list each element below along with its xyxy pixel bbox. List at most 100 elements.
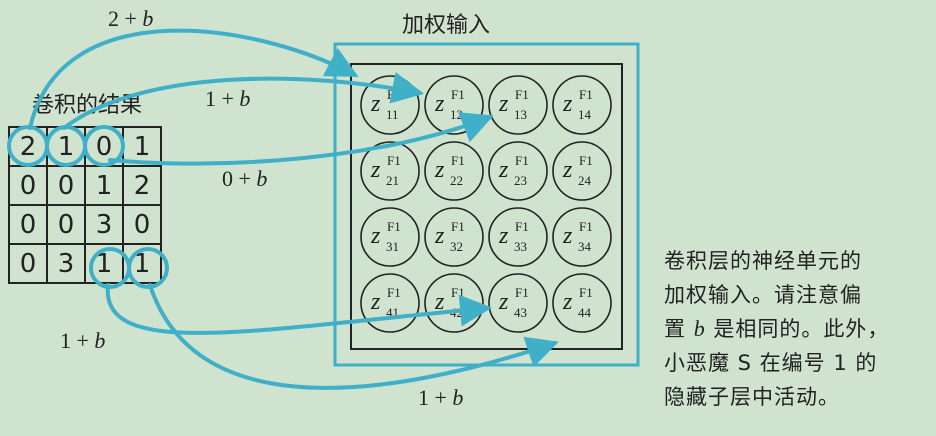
- neuron-symbol: z: [498, 223, 509, 249]
- neuron-symbol: z: [370, 223, 381, 249]
- grid-value: 3: [96, 210, 113, 240]
- neuron-symbol: z: [434, 91, 445, 117]
- neuron-circle: [552, 273, 612, 333]
- neuron-circle: [424, 75, 484, 135]
- caption-line-2: 加权输入。请注意偏: [664, 283, 862, 307]
- neuron-circle: [360, 273, 420, 333]
- edge-label-2b: 2 + b: [108, 6, 153, 31]
- arrow-1b-left: [105, 283, 492, 335]
- arrow-1b-top: [62, 72, 424, 130]
- edge-label-1b-top: 1 + b: [205, 86, 250, 111]
- neuron-subscript: 23: [514, 173, 527, 188]
- grid-value: 2: [20, 132, 37, 162]
- grid-value: 0: [20, 171, 37, 201]
- neuron-superscript: F1: [579, 153, 593, 168]
- edge-label-1b-left: 1 + b: [60, 328, 105, 353]
- neuron-circle: [488, 273, 548, 333]
- neuron-subscript: 11: [386, 107, 399, 122]
- neuron-circle: [488, 75, 548, 135]
- neuron-subscript: 34: [578, 239, 592, 254]
- caption-line-5: 隐藏子层中活动。: [664, 385, 840, 409]
- neuron-subscript: 14: [578, 107, 592, 122]
- grid-value: 3: [58, 249, 75, 279]
- neuron-symbol: z: [498, 91, 509, 117]
- neuron-superscript: F1: [515, 285, 529, 300]
- neuron-circle: [488, 207, 548, 267]
- grid-value: 0: [58, 210, 75, 240]
- neuron-symbol: z: [562, 223, 573, 249]
- neuron-symbol: z: [562, 157, 573, 183]
- caption-line-1: 卷积层的神经单元的: [664, 249, 862, 273]
- highlight-cell-13: [83, 125, 125, 167]
- neuron-superscript: F1: [387, 153, 401, 168]
- grid-cell: [122, 243, 162, 284]
- arrow-1b-bottom: [148, 283, 559, 390]
- neuron-symbol: z: [434, 157, 445, 183]
- neuron-grid-box: [350, 63, 623, 350]
- neuron-subscript: 24: [578, 173, 592, 188]
- grid-value: 2: [134, 171, 151, 201]
- edge-label-0b: 0 + b: [222, 166, 267, 191]
- grid-value: 1: [96, 249, 113, 279]
- neuron-circle: [552, 207, 612, 267]
- neuron-superscript: F1: [515, 87, 529, 102]
- neuron-circle: [552, 141, 612, 201]
- neuron-subscript: 43: [514, 305, 527, 320]
- grid-value: 0: [58, 171, 75, 201]
- neuron-subscript: 12: [450, 107, 463, 122]
- neuron-superscript: F1: [387, 219, 401, 234]
- neuron-circle: [488, 141, 548, 201]
- neuron-circle: [360, 141, 420, 201]
- grid-value: 1: [134, 249, 151, 279]
- neuron-circle: [424, 207, 484, 267]
- highlight-cell-44: [127, 247, 169, 289]
- neuron-superscript: F1: [451, 153, 465, 168]
- neuron-subscript: 44: [578, 305, 592, 320]
- grid-value: 0: [20, 249, 37, 279]
- grid-value: 1: [134, 132, 151, 162]
- neuron-subscript: 33: [514, 239, 527, 254]
- neuron-superscript: F1: [579, 219, 593, 234]
- neuron-superscript: F1: [387, 285, 401, 300]
- neuron-symbol: z: [562, 289, 573, 315]
- neuron-symbol: z: [434, 223, 445, 249]
- neuron-symbol: z: [434, 289, 445, 315]
- grid-value: 0: [134, 210, 151, 240]
- grid-value: 0: [96, 132, 113, 162]
- neuron-symbol: z: [370, 91, 381, 117]
- neuron-subscript: 13: [514, 107, 527, 122]
- neuron-subscript: 22: [450, 173, 463, 188]
- neuron-symbol: z: [498, 289, 509, 315]
- neuron-circle: [424, 273, 484, 333]
- grid-value: 0: [20, 210, 37, 240]
- neuron-symbol: z: [370, 157, 381, 183]
- neuron-superscript: F1: [451, 87, 465, 102]
- neuron-superscript: F1: [515, 219, 529, 234]
- neuron-circle: [360, 207, 420, 267]
- weighted-input-title: 加权输入: [402, 13, 490, 38]
- neuron-superscript: F1: [515, 153, 529, 168]
- caption-bias-variable: b: [693, 316, 706, 341]
- neuron-superscript: F1: [579, 285, 593, 300]
- neuron-subscript: 31: [386, 239, 399, 254]
- arrow-0b: [108, 112, 494, 166]
- neuron-superscript: F1: [451, 219, 465, 234]
- neuron-circle: [424, 141, 484, 201]
- neuron-symbol: z: [370, 289, 381, 315]
- neuron-symbol: z: [562, 91, 573, 117]
- grid-value: 1: [58, 132, 75, 162]
- neuron-superscript: F1: [451, 285, 465, 300]
- grid-value: 1: [96, 171, 113, 201]
- arrow-2b: [28, 28, 359, 130]
- edge-label-1b-bottom: 1 + b: [418, 385, 463, 410]
- caption: 卷积层的神经单元的 加权输入。请注意偏 置 b 是相同的。此外， 小恶魔 S 在…: [664, 244, 934, 414]
- neuron-subscript: 32: [450, 239, 463, 254]
- neuron-circle: [552, 75, 612, 135]
- neuron-subscript: 21: [386, 173, 399, 188]
- caption-line-4: 小恶魔 S 在编号 1 的: [664, 351, 878, 375]
- neuron-symbol: z: [498, 157, 509, 183]
- neuron-superscript: F1: [579, 87, 593, 102]
